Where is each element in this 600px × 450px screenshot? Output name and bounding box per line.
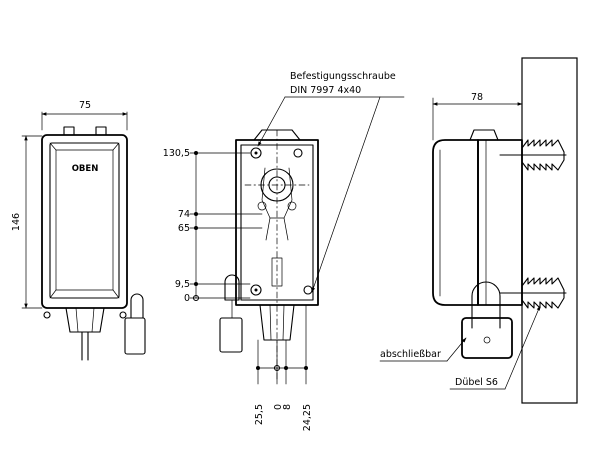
- side-padlock-shackle: [471, 281, 501, 329]
- dim-label-65: 65: [178, 223, 190, 234]
- bottom-label-0: 0: [273, 404, 284, 410]
- side-padlock-body: [461, 317, 513, 359]
- dowel-callout-leader: [504, 305, 541, 390]
- front-label-text: OBEN: [72, 164, 99, 174]
- front-mount-hole-left: [43, 311, 51, 319]
- center-screw-tl-dot: [254, 151, 258, 155]
- center-screw-bl: [250, 284, 262, 296]
- dim-dot-74: [194, 212, 198, 216]
- side-view: 78 abschließbar Dübel S6: [379, 57, 578, 404]
- center-screw-bl-dot: [254, 288, 258, 292]
- dowel-callout-label: Dübel S6: [455, 377, 498, 388]
- dim-dot-95: [194, 282, 198, 286]
- center-slot: [271, 257, 283, 287]
- front-bevel-tl: [49, 142, 57, 151]
- center-collar-lines: [269, 304, 285, 341]
- screw-callout-line1: Befestigungsschraube: [290, 71, 396, 82]
- center-screw-tl: [250, 147, 262, 159]
- center-mech-legs: [265, 217, 289, 241]
- center-mech-pin-left: [257, 201, 267, 211]
- center-padlock-body: [219, 317, 243, 353]
- center-padlock-shackle: [224, 274, 240, 301]
- front-height-label: 146: [11, 213, 22, 231]
- front-bevel-tr: [112, 142, 120, 151]
- center-screw-br: [303, 285, 313, 295]
- bottom-dim-origin: [273, 364, 281, 372]
- front-padlock-shackle: [130, 293, 144, 319]
- front-bevel-br: [112, 289, 120, 299]
- side-depth-label: 78: [471, 92, 483, 103]
- front-collar-line-r: [91, 307, 95, 333]
- front-bevel-bl: [49, 289, 57, 299]
- side-dowel-bottom: [521, 277, 565, 309]
- side-padlock-keyhole: [483, 336, 491, 344]
- bottom-label-8: 8: [282, 404, 293, 410]
- side-wall: [521, 57, 578, 404]
- lock-callout-leader: [446, 337, 467, 362]
- screw-leader-top: [257, 96, 286, 147]
- dim-label-95: 9,5: [175, 279, 190, 290]
- front-padlock-body: [124, 317, 146, 355]
- front-view: 75 146 OBEN: [11, 100, 146, 361]
- side-base: [477, 139, 523, 306]
- front-base-collar: [65, 307, 105, 333]
- bottom-dim-dot-255: [256, 366, 260, 370]
- bottom-dim-dot-2425: [304, 366, 308, 370]
- front-shaft: [81, 331, 89, 361]
- bottom-label-2425: 24,25: [302, 404, 313, 431]
- center-view: Befestigungsschraube DIN 7997 4x40: [163, 71, 405, 431]
- dim-label-0: 0: [184, 293, 190, 304]
- side-top-lug: [469, 129, 499, 141]
- lock-callout-label: abschließbar: [380, 349, 441, 360]
- dim-label-74: 74: [178, 209, 190, 220]
- dim-dot-65: [194, 226, 198, 230]
- center-screw-tr: [293, 148, 303, 158]
- center-mechanism-frame: [261, 167, 293, 219]
- front-collar-line-l: [75, 307, 79, 333]
- screw-callout-line2: DIN 7997 4x40: [290, 85, 361, 96]
- dim-dot-1305: [194, 151, 198, 155]
- side-dowel-top: [521, 139, 565, 171]
- dim-label-1305: 130,5: [163, 148, 190, 159]
- front-width-label: 75: [79, 100, 91, 111]
- center-mech-pin-right: [287, 201, 297, 211]
- bottom-dim-dot-8: [284, 366, 288, 370]
- front-housing-outer: [41, 134, 128, 309]
- dim-dot-0: [192, 294, 200, 302]
- front-top-lugs: [63, 126, 107, 136]
- front-housing-inner: [49, 142, 120, 299]
- center-housing-inner: [240, 144, 314, 301]
- front-mount-hole-right: [119, 311, 127, 319]
- bottom-label-255: 25,5: [254, 404, 265, 425]
- screw-leader-bottom: [311, 96, 381, 293]
